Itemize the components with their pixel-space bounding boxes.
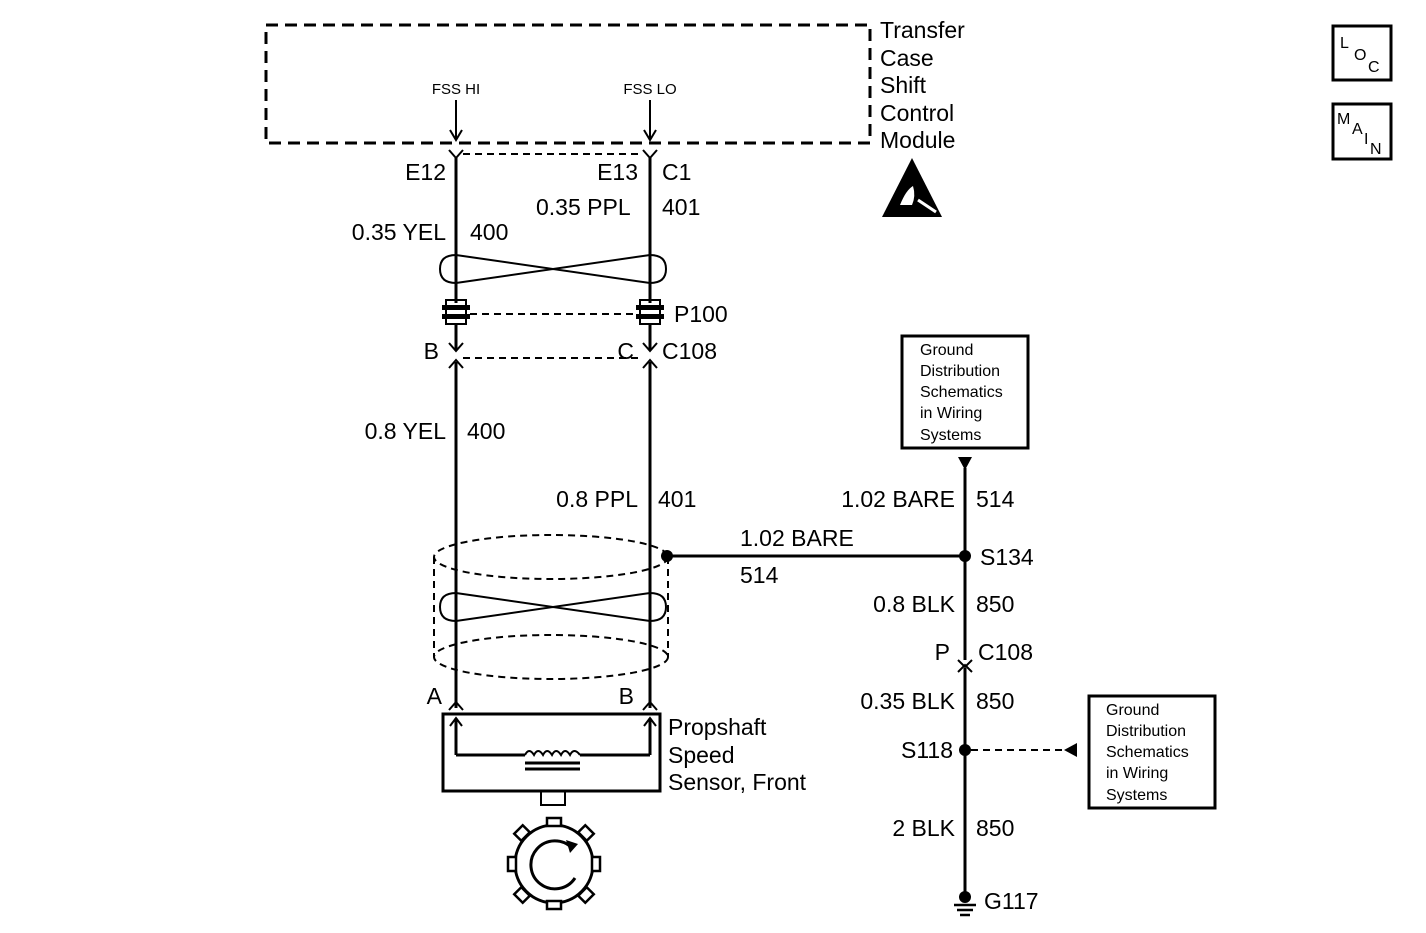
twisted-pair-upper [438, 253, 668, 285]
drain-gauge-color: 1.02 BARE [740, 525, 854, 551]
blk-2-gauge-color: 0.35 BLK [860, 688, 955, 714]
pin-label-fss-lo: FSS LO [623, 81, 676, 98]
ground-g117-icon [954, 891, 976, 917]
module-name-line-1: Transfer [880, 17, 965, 43]
blk-1-gauge-color: 0.8 BLK [873, 591, 955, 617]
ppl-upper-gauge-color: 0.35 PPL [536, 194, 631, 220]
p100-label: P100 [674, 301, 728, 327]
main-letter-3: I [1364, 131, 1368, 148]
c108-ground-pin-label: P [935, 639, 950, 665]
ref-box-2-line-3: Schematics [1106, 744, 1189, 761]
ppl-lower-circuit: 401 [658, 486, 696, 512]
c108-top-label: C108 [662, 338, 717, 364]
module-dashed-outline [264, 23, 872, 145]
ref-box-1-line-2: Distribution [920, 363, 1000, 380]
yel-upper-gauge-color: 0.35 YEL [352, 219, 446, 245]
connector-c108-top: B C C108 [424, 338, 717, 369]
loc-letter-2: O [1354, 47, 1366, 64]
e12-terminal [448, 149, 464, 160]
esd-warning-icon [882, 158, 942, 217]
blk-2-circuit: 850 [976, 688, 1014, 714]
ref-box-1-line-5: Systems [920, 427, 981, 444]
pin-label-fss-hi: FSS HI [432, 81, 480, 98]
yel-lower-gauge-color: 0.8 YEL [365, 418, 447, 444]
blk-3-circuit: 850 [976, 815, 1014, 841]
yel-upper-circuit: 400 [470, 219, 508, 245]
ref-box-1-line-3: Schematics [920, 384, 1003, 401]
main-button[interactable]: M A I N [1331, 102, 1393, 161]
connector-c1: E12 E13 C1 [405, 149, 691, 185]
connector-sensor: A B [427, 683, 658, 711]
sensor-name-line-1: Propshaft [668, 714, 767, 740]
e13-label: E13 [597, 159, 638, 185]
loc-letter-3: C [1368, 59, 1380, 76]
module-name-line-4: Control [880, 100, 954, 126]
propshaft-speed-sensor: Propshaft Speed Sensor, Front [441, 712, 807, 806]
ref-box-2-line-2: Distribution [1106, 723, 1186, 740]
main-letter-2: A [1352, 121, 1363, 138]
pin-hi-arrow [449, 129, 463, 142]
loc-button[interactable]: L O C [1331, 24, 1393, 82]
ref-box-2-line-1: Ground [1106, 702, 1159, 719]
ppl-upper-circuit: 401 [662, 194, 700, 220]
reluctor-wheel-icon [506, 816, 602, 911]
ground-wires [957, 468, 973, 896]
ref-box-2-line-5: Systems [1106, 787, 1167, 804]
sensor-pin-b-label: B [619, 683, 634, 709]
main-letter-1: M [1337, 111, 1350, 128]
ref-arrow-down [958, 457, 972, 470]
e13-terminal [642, 149, 658, 160]
c108-ground-label: C108 [978, 639, 1033, 665]
ref-arrow-left [1064, 743, 1077, 757]
transfer-case-module: FSS HI FSS LO Transfer Case Shift Contro… [264, 17, 965, 153]
blk-3-gauge-color: 2 BLK [892, 815, 955, 841]
ground-bare-circuit: 514 [976, 486, 1015, 512]
ref-box-1-line-4: in Wiring [920, 405, 982, 422]
c108-pin-c-label: C [617, 338, 634, 364]
blk-1-circuit: 850 [976, 591, 1014, 617]
ground-bare-gauge-color: 1.02 BARE [841, 486, 955, 512]
c1-label: C1 [662, 159, 691, 185]
ground-reference-box-1[interactable]: Ground Distribution Schematics in Wiring… [900, 334, 1030, 450]
shielded-twisted-pair [433, 534, 669, 680]
splice-s134-label: S134 [980, 544, 1034, 570]
sensor-pin-a-label: A [427, 683, 443, 709]
drain-circuit: 514 [740, 562, 779, 588]
sensor-name-line-2: Speed [668, 742, 735, 768]
splice-s118-label: S118 [901, 737, 953, 763]
ground-reference-box-2[interactable]: Ground Distribution Schematics in Wiring… [1087, 694, 1217, 810]
splice-s134-node [959, 550, 971, 562]
main-letter-4: N [1370, 141, 1382, 158]
pin-lo-arrow [643, 129, 657, 142]
module-name-line-3: Shift [880, 72, 927, 98]
ground-g117-label: G117 [984, 888, 1039, 914]
connector-p100: P100 [442, 299, 728, 327]
e12-label: E12 [405, 159, 446, 185]
sensor-name-line-3: Sensor, Front [668, 769, 807, 795]
ppl-lower-gauge-color: 0.8 PPL [556, 486, 638, 512]
module-name-line-2: Case [880, 45, 934, 71]
drain-wire: 1.02 BARE 514 [661, 525, 965, 588]
yel-lower-circuit: 400 [467, 418, 505, 444]
ref-box-2-line-4: in Wiring [1106, 765, 1168, 782]
splice-s118-node [959, 744, 971, 756]
loc-letter-1: L [1340, 35, 1349, 52]
module-name-line-5: Module [880, 127, 955, 153]
c108-pin-b-label: B [424, 338, 439, 364]
signal-wires [454, 158, 652, 708]
ref-box-1-line-1: Ground [920, 342, 973, 359]
